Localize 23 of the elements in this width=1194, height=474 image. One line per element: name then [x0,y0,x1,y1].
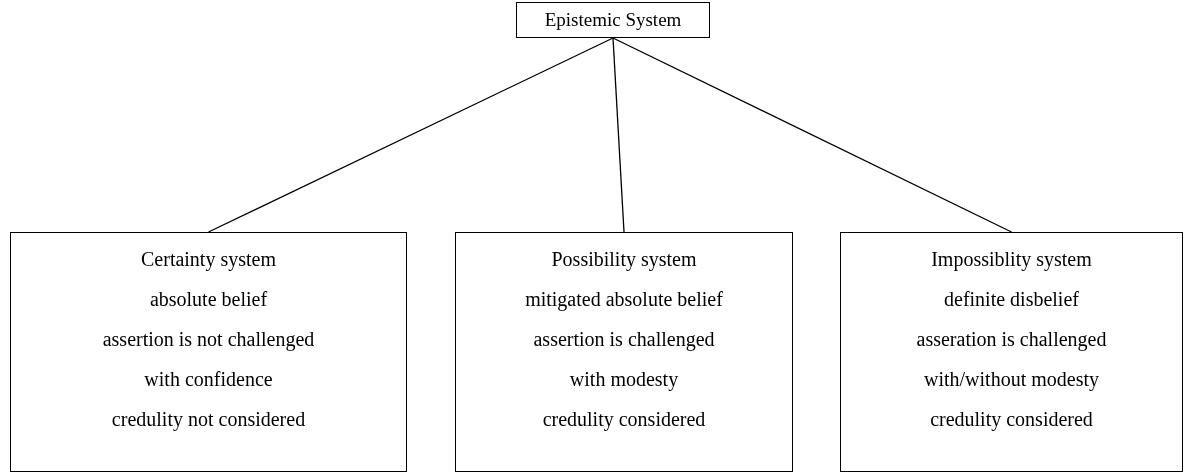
box-text: assertion is challenged [533,327,715,353]
box-text: credulity considered [930,407,1093,433]
box-heading: Impossiblity system [931,247,1092,273]
box-text: credulity considered [542,407,706,433]
box-text: credulity not considered [111,407,306,433]
box-heading: Certainty system [141,247,276,273]
system-box [10,232,407,472]
box-text: absolute belief [149,287,268,312]
system-box [455,232,793,472]
box-text: mitigated absolute belief [525,287,723,313]
box-text: with modesty [569,367,679,393]
root-box [516,2,710,38]
system-box [840,232,1183,472]
box-heading: Epistemic System [544,7,682,32]
connector-line [207,37,614,233]
box-text: definite disbelief [944,287,1079,312]
box-text: assertion is not challenged [102,327,315,353]
box-text: asseration is challenged [916,327,1107,353]
connector-line [612,37,1013,233]
box-text: with confidence [144,367,273,392]
box-text: with/without modesty [924,367,1099,393]
connector-line [612,37,625,233]
box-heading: Possibility system [551,247,697,273]
